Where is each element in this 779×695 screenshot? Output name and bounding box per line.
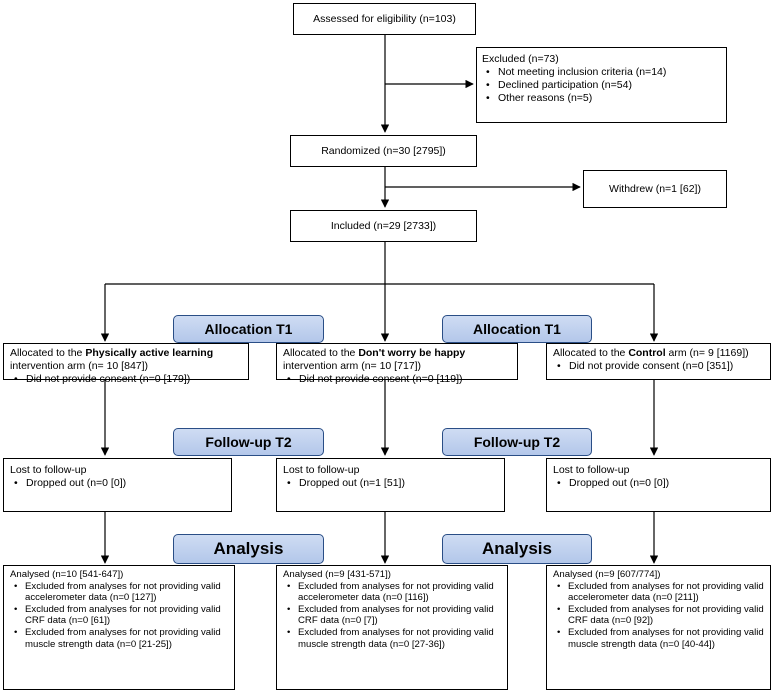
arm3-consent: Did not provide consent (n=0 [351]) (557, 360, 764, 373)
analysis-badge-left: Analysis (173, 534, 324, 564)
excluded-reason: Not meeting inclusion criteria (n=14) (486, 66, 721, 79)
allocation-badge-left: Allocation T1 (173, 315, 324, 343)
arm1-exclusion: Excluded from analyses for not providing… (14, 604, 228, 627)
analysis-badge-right: Analysis (442, 534, 592, 564)
arm3-lost-box: Lost to follow-up Dropped out (n=0 [0]) (546, 458, 771, 512)
excluded-reason: Other reasons (n=5) (486, 92, 721, 105)
arm3-dropped: Dropped out (n=0 [0]) (557, 477, 764, 490)
arm1-analysed-box: Analysed (n=10 [541-647]) Excluded from … (3, 565, 235, 690)
arm3-exclusion: Excluded from analyses for not providing… (557, 581, 764, 604)
included-box: Included (n=29 [2733]) (290, 210, 477, 242)
arm2-consent: Did not provide consent (n=0 [119]) (287, 373, 511, 386)
arm3-analysed-title: Analysed (n=9 [607/774]) (553, 569, 661, 580)
included-text: Included (n=29 [2733]) (330, 219, 437, 232)
arm2-exclusion: Excluded from analyses for not providing… (287, 627, 501, 650)
randomized-text: Randomized (n=30 [2795]) (321, 144, 446, 157)
arm2-analysed-box: Analysed (n=9 [431-571]) Excluded from a… (276, 565, 508, 690)
arm2-exclusion: Excluded from analyses for not providing… (287, 604, 501, 627)
followup-badge-left-text: Follow-up T2 (205, 434, 292, 450)
assessed-text: Assessed for eligibility (n=103) (313, 12, 456, 25)
withdrew-box: Withdrew (n=1 [62]) (583, 170, 727, 208)
arm1-exclusion: Excluded from analyses for not providing… (14, 581, 228, 604)
arm2-lost-box: Lost to follow-up Dropped out (n=1 [51]) (276, 458, 505, 512)
excluded-box: Excluded (n=73) Not meeting inclusion cr… (476, 47, 727, 123)
analysis-badge-right-text: Analysis (482, 539, 552, 558)
arm1-analysed-title: Analysed (n=10 [541-647]) (10, 569, 124, 580)
arm1-consent: Did not provide consent (n=0 [179]) (14, 373, 242, 386)
arm2-allocation-box: Allocated to the Don't worry be happy in… (276, 343, 518, 386)
allocation-badge-right: Allocation T1 (442, 315, 592, 343)
arm2-analysed-title: Analysed (n=9 [431-571]) (283, 569, 391, 580)
randomized-box: Randomized (n=30 [2795]) (290, 135, 477, 167)
arm1-allocation-text: Allocated to the Physically active learn… (10, 347, 214, 372)
followup-badge-right-text: Follow-up T2 (473, 434, 561, 450)
arm3-allocation-box: Allocated to the Control arm (n= 9 [1169… (546, 343, 771, 380)
arm1-name: Physically active learning (85, 347, 214, 359)
arm1-dropped: Dropped out (n=0 [0]) (14, 477, 225, 490)
allocation-badge-right-text: Allocation T1 (473, 321, 561, 337)
arm2-allocation-text: Allocated to the Don't worry be happy in… (283, 347, 466, 372)
arm1-allocation-box: Allocated to the Physically active learn… (3, 343, 249, 386)
arm2-lost-title: Lost to follow-up (283, 464, 360, 476)
assessed-box: Assessed for eligibility (n=103) (293, 3, 476, 35)
allocation-badge-left-text: Allocation T1 (204, 321, 293, 337)
arm3-allocation-text: Allocated to the Control arm (n= 9 [1169… (553, 347, 749, 359)
arm2-name: Don't worry be happy (358, 347, 466, 359)
excluded-reason: Declined participation (n=54) (486, 79, 721, 92)
arm3-analysed-box: Analysed (n=9 [607/774]) Excluded from a… (546, 565, 771, 690)
arm3-name: Control (628, 347, 666, 359)
arm2-dropped: Dropped out (n=1 [51]) (287, 477, 498, 490)
arm3-lost-title: Lost to follow-up (553, 464, 630, 476)
followup-badge-right: Follow-up T2 (442, 428, 592, 456)
analysis-badge-left-text: Analysis (213, 539, 284, 558)
arm1-exclusion: Excluded from analyses for not providing… (14, 627, 228, 650)
excluded-list: Not meeting inclusion criteria (n=14) De… (482, 66, 721, 105)
arm1-lost-box: Lost to follow-up Dropped out (n=0 [0]) (3, 458, 232, 512)
arm1-lost-title: Lost to follow-up (10, 464, 87, 476)
withdrew-text: Withdrew (n=1 [62]) (609, 182, 701, 195)
arm3-exclusion: Excluded from analyses for not providing… (557, 627, 764, 650)
arm3-exclusion: Excluded from analyses for not providing… (557, 604, 764, 627)
followup-badge-left: Follow-up T2 (173, 428, 324, 456)
excluded-title: Excluded (n=73) (482, 53, 559, 65)
arm2-exclusion: Excluded from analyses for not providing… (287, 581, 501, 604)
